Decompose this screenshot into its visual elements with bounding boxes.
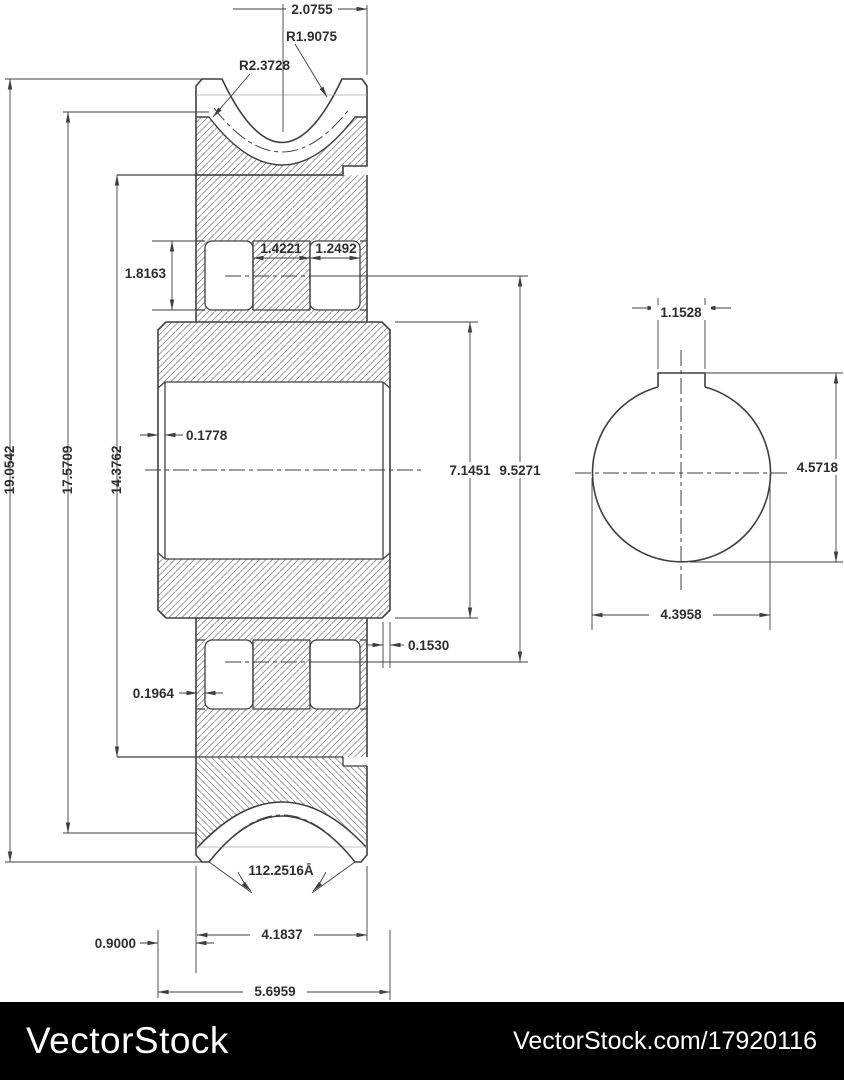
dimension-labels: 2.0755 R1.9075 R2.3728 1.4221 1.2492 1.8… [2, 2, 838, 999]
recess-bottom-left [204, 639, 254, 710]
faint-lines [196, 94, 367, 848]
label-hub-overhang: 0.9000 [95, 936, 136, 951]
section-hatching [158, 117, 390, 848]
angle-extension-right [311, 861, 356, 894]
bottom-web-edges [195, 618, 368, 757]
top-groove-inner-arc [196, 116, 367, 166]
label-bore-chamfer: 0.1778 [186, 428, 228, 443]
hub-block-outline [157, 321, 391, 619]
angle-arc-left [237, 871, 252, 892]
recess-bottom-right [309, 639, 361, 710]
web-band-lines [117, 174, 367, 767]
top-groove-pitch-arc [213, 107, 351, 153]
top-web-edges [195, 175, 368, 322]
label-overall-height: 19.0542 [2, 446, 17, 495]
label-rim-width: 4.1837 [261, 927, 302, 942]
label-groove-base-span: 17.5709 [60, 446, 75, 495]
bore-circle-outline [591, 372, 772, 563]
hatch-top-rim [196, 117, 367, 175]
label-groove-outer-radius: R1.9075 [286, 29, 338, 44]
label-web-span: 14.3762 [109, 446, 124, 495]
label-web-wall: 0.1964 [133, 686, 175, 701]
label-top-rim-half-width: 2.0755 [291, 2, 333, 17]
bottom-groove-inner-arc [208, 815, 356, 863]
label-bore-to-flat: 4.5718 [797, 460, 839, 475]
label-keyway-width: 1.1528 [660, 305, 702, 320]
extension-lines [5, 4, 843, 1000]
leader-groove-outer-radius [294, 43, 328, 98]
bottom-groove-outer-arc [196, 801, 368, 849]
vectorstock-credit-url: VectorStock.com/17920116 [513, 1026, 817, 1055]
label-hub-column-width: 1.4221 [260, 241, 302, 256]
label-hub-block-height: 7.1451 [449, 463, 491, 478]
side-extension-lines [591, 298, 843, 630]
angle-extension-left [208, 861, 253, 894]
label-hub-recess-width: 1.2492 [315, 241, 356, 256]
dimension-lines [7, 6, 839, 995]
hatch-bottom-rim [196, 757, 367, 848]
part-outlines [157, 78, 391, 863]
label-groove-inner-radius: R2.3728 [239, 58, 291, 73]
label-right-chamfer: 0.1530 [408, 638, 449, 653]
label-recess-center-span: 9.5271 [499, 463, 541, 478]
leader-groove-inner-radius [212, 73, 251, 118]
bottom-groove-pitch-arc [213, 814, 351, 857]
front-extension-lines [5, 4, 528, 1000]
label-recess-height: 1.8163 [125, 266, 167, 281]
pulley-section-drawing: 2.0755 R1.9075 R2.3728 1.4221 1.2492 1.8… [2, 2, 843, 1000]
angle-arc-right [312, 871, 327, 892]
dim-text-backgrounds [243, 2, 838, 999]
hatch-hub-bottom [158, 559, 390, 618]
bottom-rim-right-edge [355, 766, 368, 863]
centerlines [145, 107, 790, 857]
bottom-rim-left-edge [195, 757, 209, 863]
vectorstock-logo: VectorStock [26, 1020, 229, 1061]
watermark-bar: VectorStock VectorStock.com/17920116 [0, 1002, 844, 1080]
label-groove-angle: 112.2516Ā [248, 863, 314, 878]
label-bore-diameter: 4.3958 [660, 607, 702, 622]
top-rim-outline [195, 78, 368, 176]
hatch-hub-top [158, 322, 390, 382]
label-hub-width: 5.6959 [254, 984, 295, 999]
